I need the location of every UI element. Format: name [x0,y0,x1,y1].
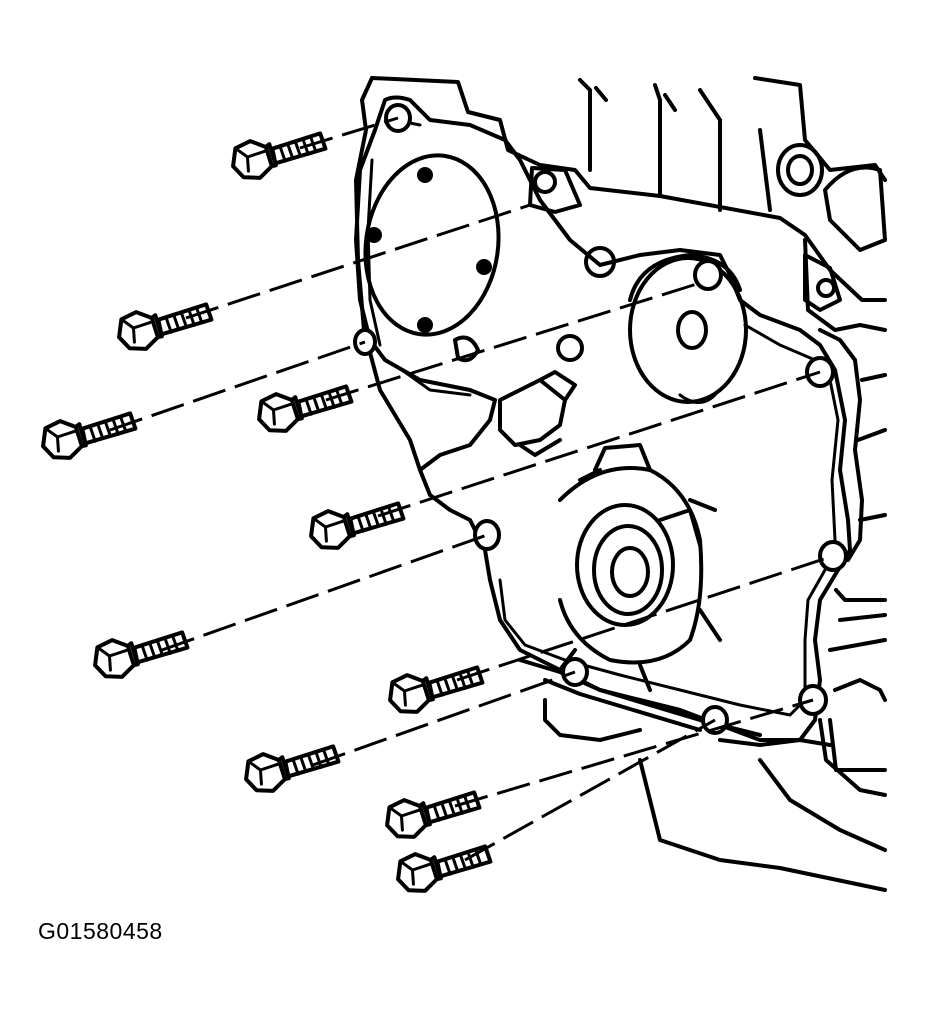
bolt-icon [239,737,344,798]
cam-cover [363,153,501,363]
bolt-icon [391,837,496,898]
front-cover [354,95,852,742]
leader-lines [109,116,834,862]
bolt-icon [36,404,141,465]
bolt-icon [88,623,193,684]
crankshaft-seal [558,443,722,692]
bolt-holes [353,103,848,735]
bolt-icon [226,124,331,185]
bolt-icon [112,295,217,356]
bolt-icon [304,494,409,555]
sensor-boss [498,370,577,457]
bolts [36,124,496,898]
water-pump-housing [556,246,748,404]
bolt-icon [380,783,485,844]
engine-block [354,76,887,892]
bolt-icon [252,377,357,438]
bolt-icon [383,658,488,719]
figure-id-code: G01580458 [38,918,163,944]
